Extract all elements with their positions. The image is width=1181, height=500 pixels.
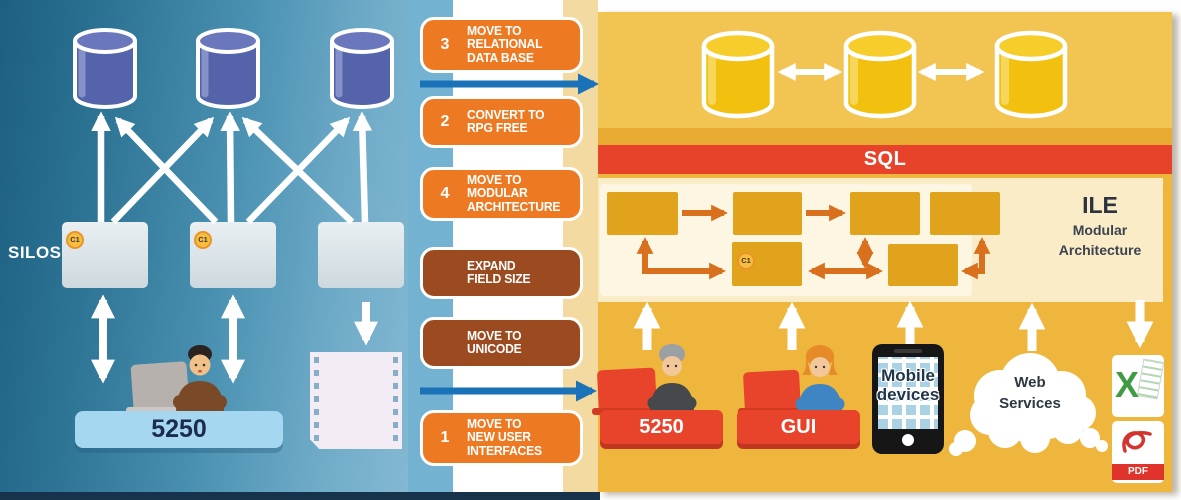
mobile-devices-label: Mobile devices [858,366,958,404]
sql-layer-bar: SQL [598,145,1172,174]
mobile-label-line: Mobile [881,366,935,385]
gold-divider-strip [598,128,1172,145]
interface-arrows [633,300,1154,351]
silo-program-box [318,222,404,288]
c1-badge: C1 [194,231,212,249]
step-label-line: EXPAND [467,258,516,273]
mobile-label-line: devices [876,385,940,404]
c1-badge: C1 [66,231,84,249]
pdf-file-icon: PDF [1112,421,1164,483]
web-services-label: Web Services [975,372,1085,414]
silos-label: SILOS [8,243,62,262]
excel-file-icon: X [1112,355,1165,417]
ile-module-box [930,192,1000,235]
person-at-gui [738,345,845,416]
excel-x-letter: X [1115,364,1140,405]
ile-module-box [607,192,678,235]
step-label-line: MOVE TO [467,23,522,38]
person-at-modern-5250 [592,344,697,416]
silo-database-access-arrows [91,111,373,225]
report-perforation-left [314,357,319,443]
web-label-line: Web [1014,374,1046,391]
step-label: MOVE TO RELATIONAL DATA BASE [467,23,543,66]
ile-subtitle-line: Architecture [1058,242,1142,258]
step-label-line: MOVE TO [467,172,522,187]
step-label-line: MODULAR [467,186,528,201]
person-at-legacy-terminal [126,345,227,414]
step-number: 1 [440,429,450,446]
step-move-to-new-user-interfaces: 1 MOVE TO NEW USER INTERFACES [420,410,583,466]
step-label-line: UNICODE [467,342,522,356]
printed-report-icon [310,352,402,449]
phone-speaker [894,349,922,353]
step-number: 3 [440,36,450,53]
step-label: CONVERT TO RPG FREE [467,107,545,136]
step-label-line: NEW USER [467,430,531,445]
transition-arrows [420,73,599,402]
web-services-cloud-icon [949,353,1108,456]
step-label: MOVE TO MODULAR ARCHITECTURE [467,172,561,215]
step-label-line: MOVE TO [467,328,522,343]
phone-screen [878,357,938,429]
ile-module-connectors [636,204,991,280]
pdf-label-band: PDF [1112,464,1164,480]
step-move-to-unicode: MOVE TO UNICODE [420,317,583,369]
step-label-line: ARCHITECTURE [467,199,561,214]
modern-database-cylinders [701,30,1068,119]
step-label: EXPAND FIELD SIZE [467,258,531,287]
gui-terminal-bar: GUI [737,410,860,444]
step-label-line: DATA BASE [467,50,534,65]
step-label-line: INTERFACES [467,443,542,458]
step-label-line: MOVE TO [467,416,522,431]
phone-home-button [902,434,914,446]
step-label: MOVE TO UNICODE [467,328,522,357]
report-perforation-right [393,357,398,443]
bottom-border-strip [0,492,600,500]
silo-terminal-arrows [91,294,378,384]
modern-5250-terminal-bar: 5250 [600,410,723,444]
step-label: MOVE TO NEW USER INTERFACES [467,416,542,459]
legacy-5250-terminal-bar: 5250 [75,411,283,448]
c1-badge: C1 [737,252,755,270]
web-label-line: Services [999,395,1061,412]
step-number: 2 [440,113,450,130]
ile-title: ILE [1082,192,1118,218]
step-expand-field-size: EXPAND FIELD SIZE [420,247,583,299]
ile-module-box [888,244,958,286]
ile-module-box [733,192,802,235]
step-move-to-modular-architecture: 4 MOVE TO MODULAR ARCHITECTURE [420,167,583,221]
step-label-line: RPG FREE [467,121,528,135]
step-label-line: FIELD SIZE [467,272,531,286]
step-label-line: CONVERT TO [467,107,545,122]
acrobat-swirl-icon [1122,431,1152,453]
step-move-to-relational-database: 3 MOVE TO RELATIONAL DATA BASE [420,17,583,73]
step-label-line: RELATIONAL [467,37,543,52]
ile-module-box [850,192,920,235]
step-convert-to-rpg-free: 2 CONVERT TO RPG FREE [420,96,583,148]
excel-sheet-graphic [1136,358,1165,400]
ile-subtitle-line: Modular [1072,222,1128,238]
legacy-database-cylinders [73,28,394,109]
step-number: 4 [440,185,450,202]
